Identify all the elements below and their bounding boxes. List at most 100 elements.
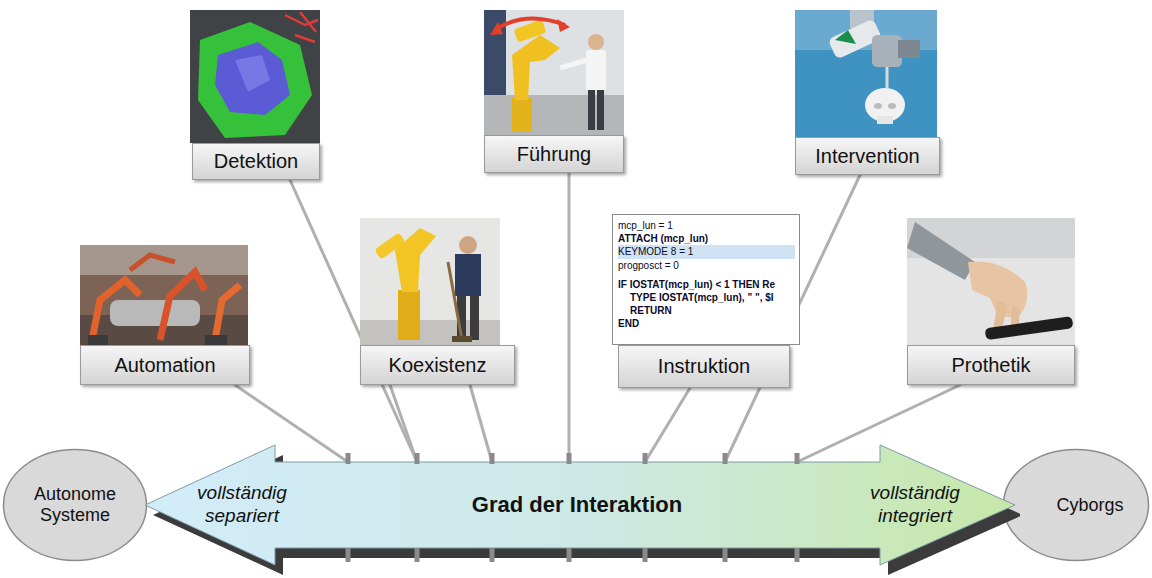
svg-rect [877, 116, 893, 124]
svg-rect [484, 10, 506, 95]
svg-path [235, 55, 270, 92]
svg-rect [80, 245, 248, 345]
category-label: Prothetik [952, 354, 1031, 377]
endpoint-oval: Cyborgs [1002, 448, 1150, 562]
svg-rect [374, 232, 405, 259]
connector-line [390, 385, 417, 462]
svg-rect [80, 245, 248, 275]
scale-tick [415, 453, 420, 464]
svg-path [285, 12, 318, 42]
svg-polyline [92, 280, 140, 340]
code-line: KEYMODE 8 = 1 [618, 245, 795, 258]
svg-path [198, 22, 312, 138]
svg-polygon [490, 22, 503, 35]
category-label-box: Automation [80, 345, 250, 385]
svg-rect [512, 98, 532, 132]
category-label: Detektion [214, 150, 299, 173]
endpoint-label: Autonome Systeme [25, 484, 125, 525]
connector-line [568, 173, 571, 462]
category-label-box: Koexistenz [360, 345, 515, 385]
scale-tick [567, 453, 572, 464]
scale-tick [415, 548, 420, 562]
svg-rect [484, 10, 624, 135]
code-line: END [618, 317, 795, 330]
code-line: IF IOSTAT(mcp_lun) < 1 THEN Re [618, 278, 795, 291]
connector-line [235, 385, 348, 462]
scale-tick [346, 548, 351, 562]
svg-rect [88, 335, 108, 345]
category-label-box: Detektion [192, 143, 320, 180]
code-line: RETURN [618, 304, 795, 317]
oval-outline [4, 450, 147, 561]
scale-title: Grad der Interaktion [397, 492, 757, 518]
connector-line [797, 385, 960, 462]
svg-polyline [130, 255, 175, 270]
leader-connector [235, 385, 348, 462]
code-line: TYPE IOSTAT(mcp_lun), " ", $I [618, 291, 795, 304]
scale-tick [643, 548, 648, 562]
leader-connector [797, 385, 960, 462]
svg-rect [588, 90, 595, 130]
svg-rect [907, 218, 1075, 348]
svg-rect [898, 40, 920, 58]
svg-rect [795, 10, 937, 137]
category-label: Führung [517, 143, 592, 166]
category-label: Intervention [815, 145, 920, 168]
svg-ellipse [888, 103, 896, 109]
scale-end-label: vollständig separiert [182, 482, 302, 528]
connector-line [645, 388, 690, 462]
svg-rect [398, 290, 420, 340]
prothetik-photo [907, 218, 1075, 348]
automation-photo [80, 245, 248, 345]
svg-line [448, 262, 462, 340]
endpoint-oval: Autonome Systeme [2, 448, 148, 562]
category-label-box: Prothetik [907, 345, 1075, 385]
leader-connector [390, 385, 417, 462]
svg-rect [452, 336, 472, 342]
code-line: progposct = 0 [618, 259, 795, 272]
code-line: mcp_lun = 1 [618, 219, 795, 232]
svg-rect [190, 10, 320, 143]
detektion-photo [190, 10, 320, 143]
scale-tick [795, 453, 800, 464]
arrow-body [145, 445, 1015, 565]
scale-tick [490, 453, 495, 464]
svg-rect [205, 335, 227, 345]
svg-circle [588, 34, 604, 50]
scale-tick [346, 453, 351, 464]
category-label: Koexistenz [389, 354, 487, 377]
scale-tick [567, 548, 572, 562]
scale-tick [723, 453, 728, 464]
scale-tick [643, 453, 648, 464]
fuehrung-photo [484, 10, 624, 135]
category-label-box: Führung [484, 135, 624, 173]
interaction-scale-arrow: vollständig separiert Grad der Interaktio… [140, 440, 1020, 578]
svg-path [835, 30, 856, 44]
svg-ellipse [874, 103, 882, 109]
leader-connector [645, 388, 690, 462]
svg-rect [985, 316, 1074, 340]
oval-outline [1004, 450, 1149, 561]
scale-tick [723, 548, 728, 562]
svg-rect [110, 300, 200, 326]
svg-polyline [160, 272, 205, 340]
svg-line [560, 60, 587, 68]
svg-polyline [215, 285, 240, 340]
scale-tick [490, 548, 495, 562]
leader-connector [470, 385, 492, 462]
svg-path [215, 42, 290, 115]
koexistenz-photo [360, 218, 500, 345]
svg-path [907, 222, 975, 280]
category-label: Automation [114, 354, 215, 377]
svg-path [512, 35, 560, 100]
svg-polygon [557, 19, 570, 32]
scale-tick [795, 548, 800, 562]
svg-rect [470, 296, 479, 340]
connector-line [470, 385, 492, 462]
svg-rect [597, 90, 604, 130]
category-label-box: Intervention [795, 137, 940, 175]
intervention-photo [795, 10, 937, 137]
svg-line [886, 67, 889, 88]
svg-rect [872, 35, 902, 67]
endpoint-label: Cyborgs [1045, 495, 1135, 516]
